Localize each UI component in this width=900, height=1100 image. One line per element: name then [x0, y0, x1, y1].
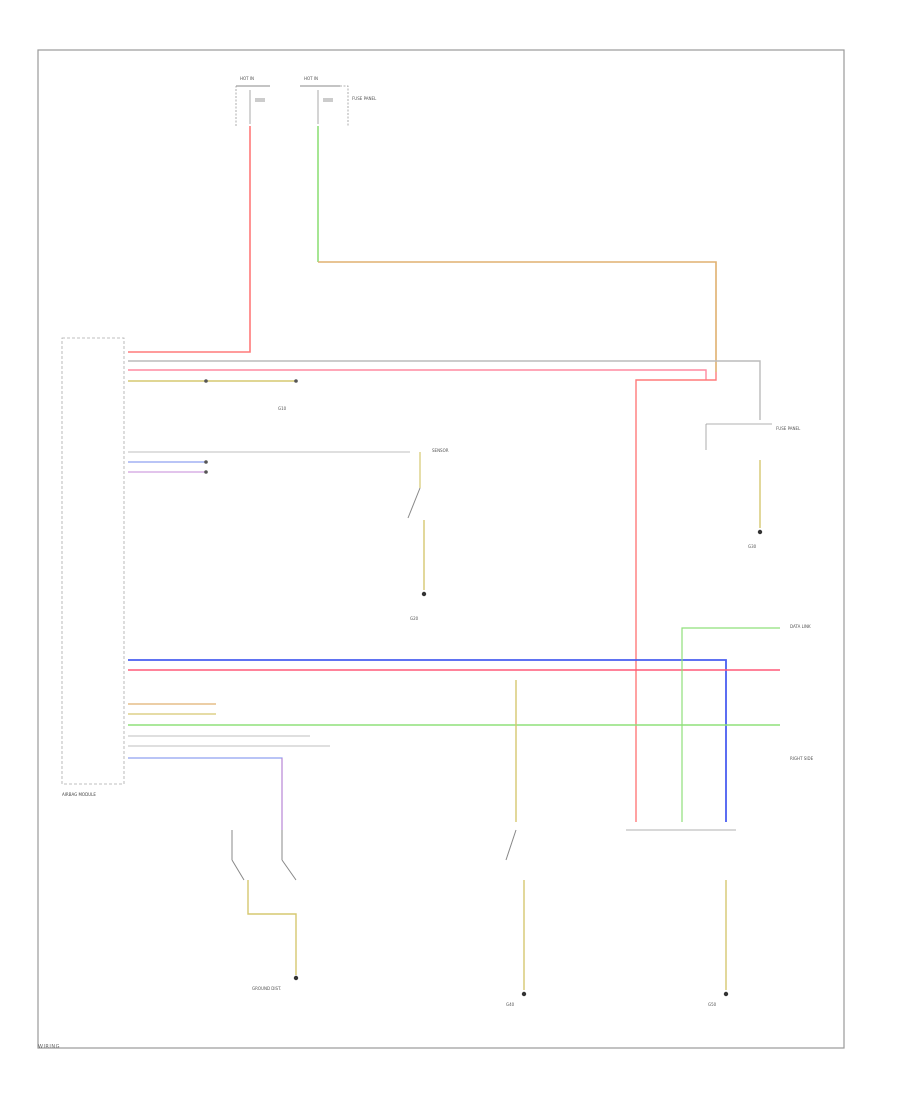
footer-label: WIRING: [38, 1044, 60, 1050]
ground-dist-label: GROUND DIST.: [252, 986, 281, 991]
diagram-frame: [37, 49, 845, 1049]
fuse-label-right: HOT IN: [304, 76, 318, 81]
airbag-module: [61, 337, 125, 785]
wire-red-main: [128, 126, 251, 353]
module-label: AIRBAG MODULE: [62, 792, 96, 797]
wire-gray-top: [128, 360, 761, 420]
wire-orange-top: [318, 261, 717, 372]
fuse-label-left: HOT IN: [240, 76, 254, 81]
right-side-label: RIGHT SIDE: [790, 756, 814, 761]
wire-green-data: [681, 627, 780, 822]
ground-bottom-center-label: G40: [506, 1002, 515, 1007]
wire-yellow-bottom-left: [247, 880, 297, 975]
wire-pink-top: [128, 369, 707, 380]
wire-blue-long: [128, 659, 727, 822]
ground-switch-label: G20: [410, 616, 419, 621]
right-fuse-label: FUSE PANEL: [776, 426, 801, 431]
fuse-panel-label: FUSE PANEL: [352, 96, 377, 101]
wire-blue-low: [128, 757, 283, 830]
ground-bottom-right-label: G50: [708, 1002, 717, 1007]
fuse-panel: HOT IN HOT IN FUSE PANEL: [235, 76, 377, 126]
ground-top-label: G10: [278, 406, 287, 411]
ground-right-label: G30: [748, 544, 757, 549]
wire-red-down: [635, 372, 717, 822]
data-link-label: DATA LINK: [790, 624, 811, 629]
sensor-label: SENSOR: [432, 448, 449, 453]
